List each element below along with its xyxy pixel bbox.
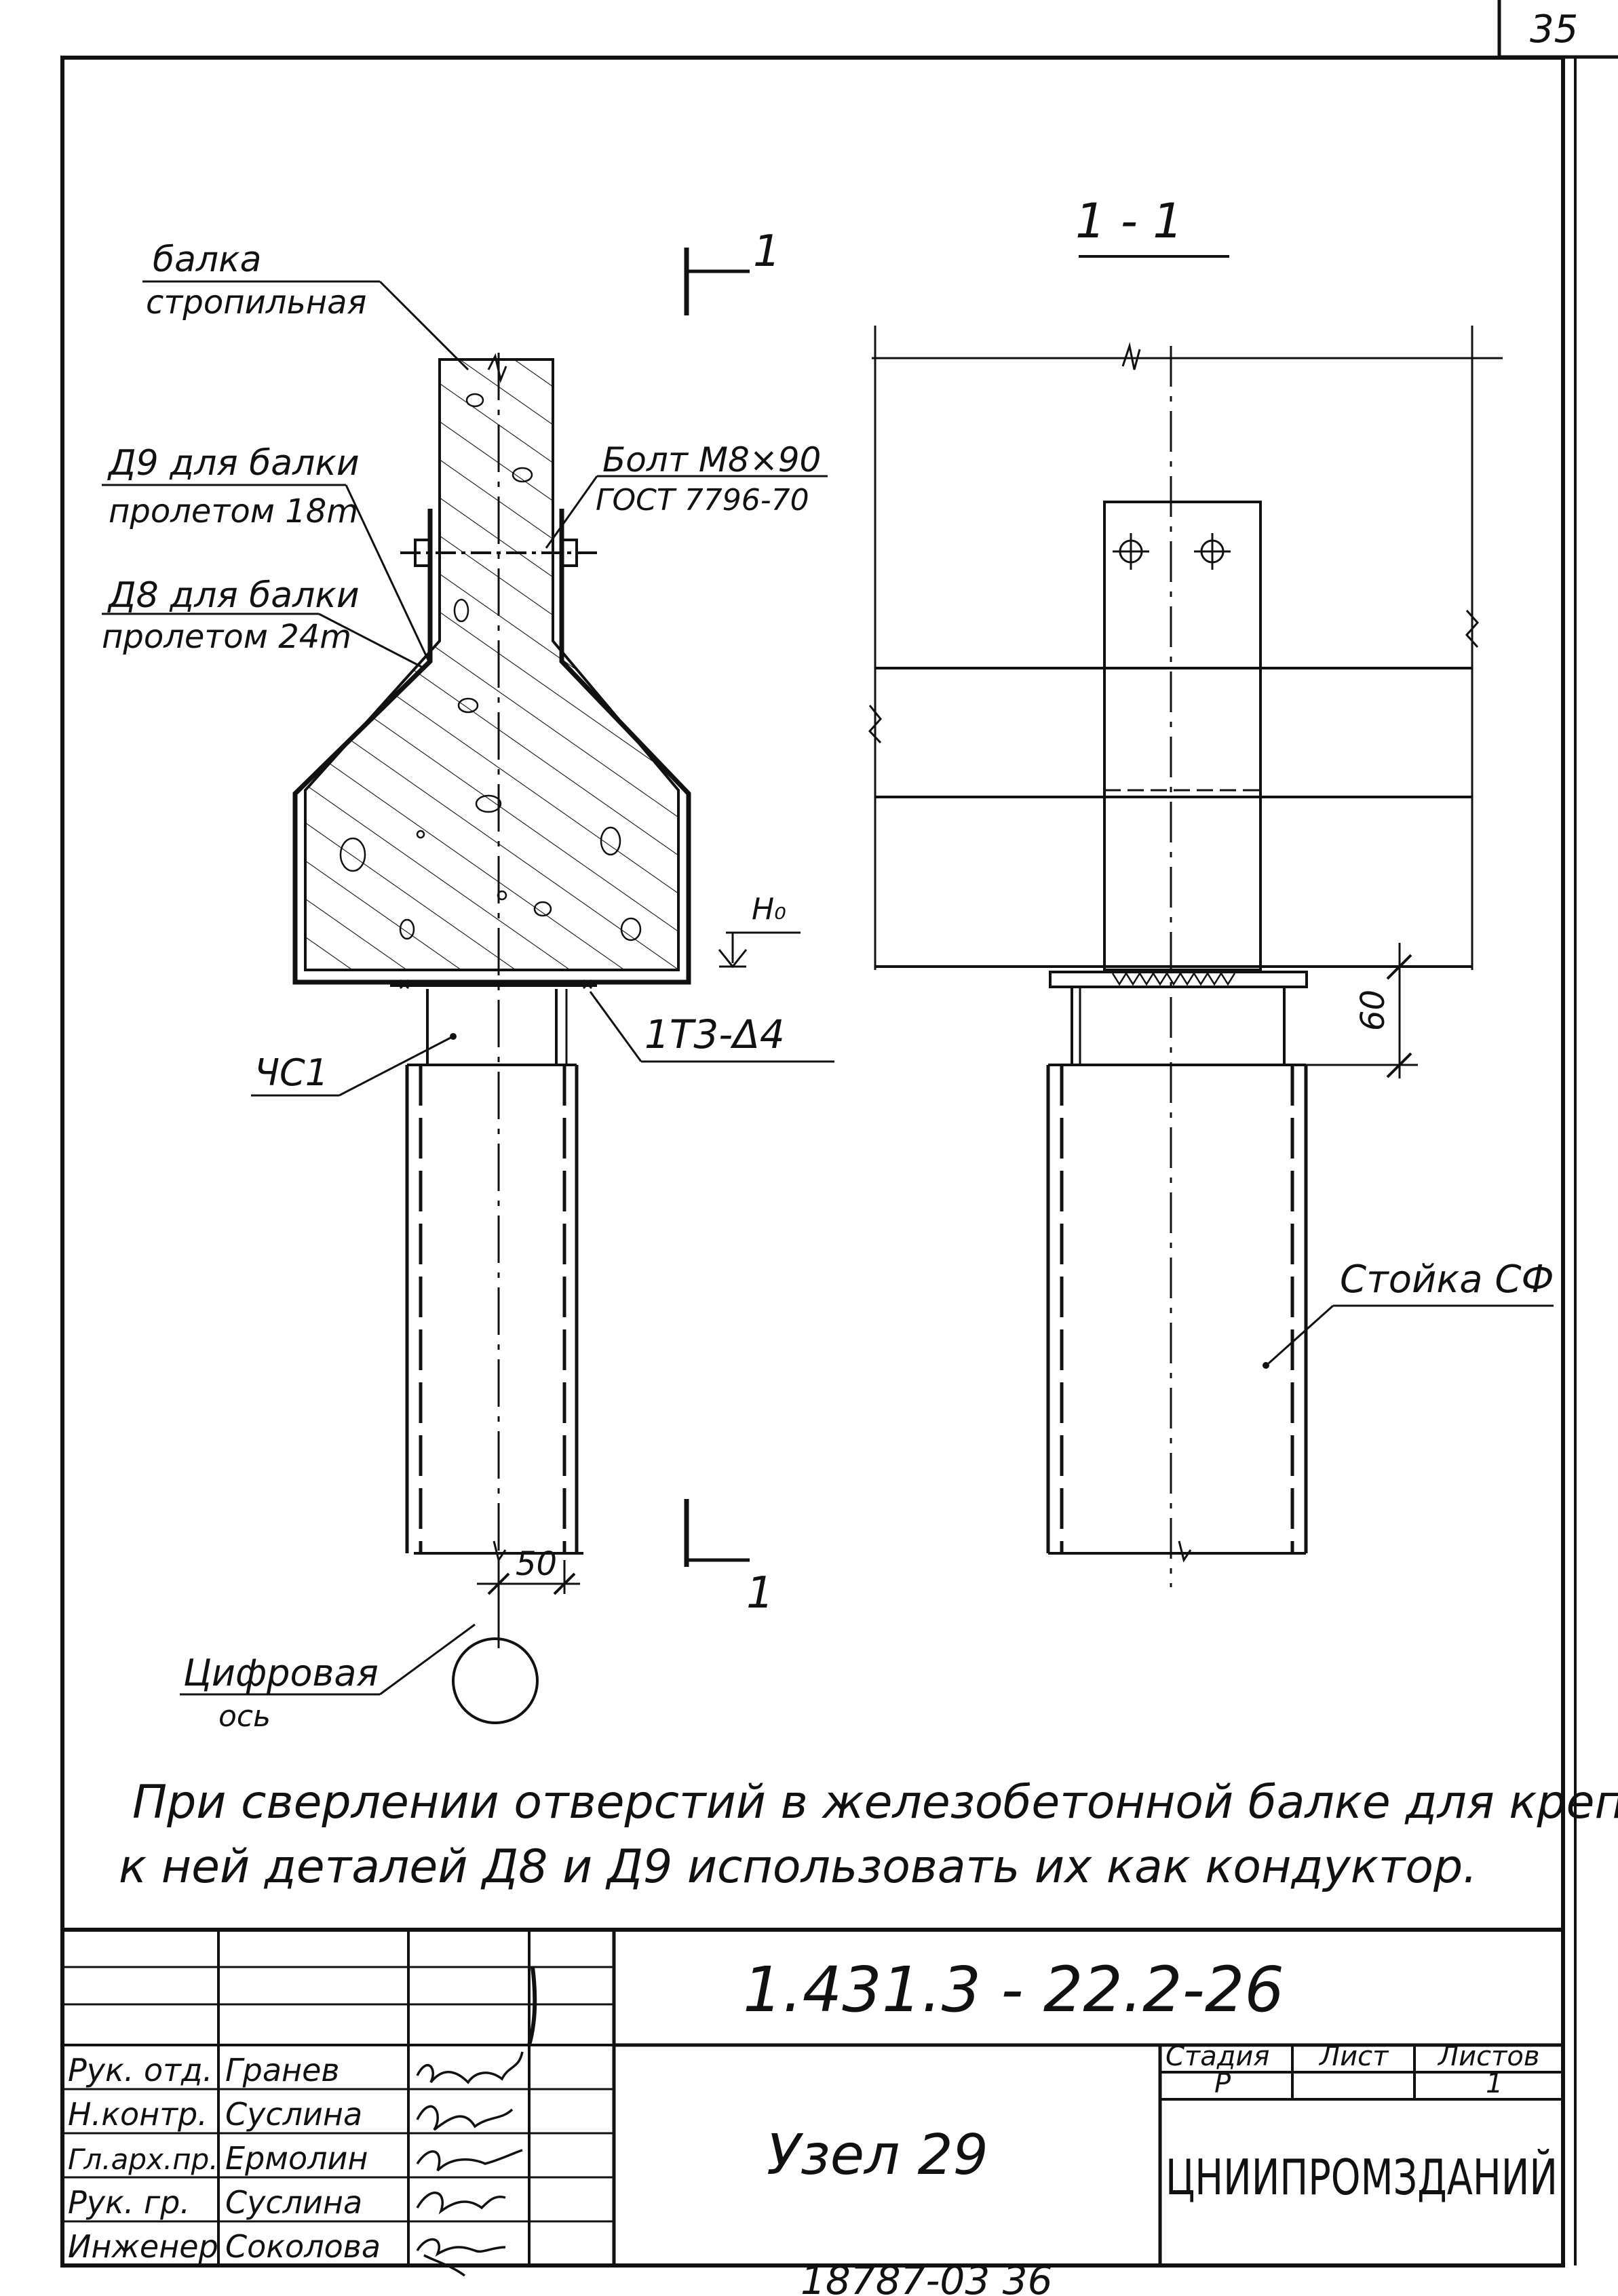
section-1-1: 1 - 1	[868, 193, 1554, 1587]
section-title: 1 - 1	[1075, 193, 1183, 249]
column-left-mark: ЧС1	[254, 1051, 328, 1094]
label-d8-line2: пролетом 24m	[102, 618, 351, 656]
label-column-left: ЧС1	[251, 1033, 457, 1097]
name-2: Суслина	[225, 2096, 362, 2133]
note-line1: При сверлении отверстий в железобетонной…	[132, 1776, 1618, 1829]
dimension-60-value: 60	[1354, 990, 1392, 1031]
label-bolt: Болт М8×90 ГОСТ 7796-70	[545, 440, 828, 549]
section-mark-bottom: 1	[684, 1499, 774, 1618]
sheets-header: Листов	[1437, 2041, 1539, 2072]
beam-elevation	[292, 353, 691, 1560]
section-mark-top-label: 1	[753, 227, 781, 277]
sheets-value: 1	[1486, 2068, 1503, 2099]
label-beam-line1: балка	[153, 239, 261, 280]
stage-header: Стадия	[1166, 2041, 1269, 2072]
label-level: Н₀	[718, 892, 801, 969]
sheet-number: 35	[1530, 7, 1578, 52]
role-2: Н.контр.	[68, 2096, 208, 2133]
name-1: Гранев	[225, 2052, 340, 2088]
label-bolt-line2: ГОСТ 7796-70	[596, 483, 809, 518]
dimension-50-value: 50	[516, 1545, 557, 1583]
bolt-holes	[1113, 533, 1231, 570]
title-block: Рук. отд. Гранев Н.контр. Суслина Гл.арх…	[62, 1928, 1563, 2277]
drawing-note: При сверлении отверстий в железобетонной…	[119, 1776, 1618, 1894]
label-d8: Д8 для балки пролетом 24m	[102, 575, 425, 669]
section-base-plate	[1049, 971, 1308, 988]
sheet-number-box: 35	[1497, 0, 1618, 59]
stage-value: Р	[1214, 2068, 1231, 2099]
note-line2: к ней деталей Д8 и Д9 использовать их ка…	[119, 1840, 1478, 1894]
name-3: Ермолин	[225, 2140, 368, 2177]
signatures	[416, 1966, 537, 2277]
beam-concrete-section	[304, 358, 680, 971]
label-beam: балка стропильная	[142, 239, 469, 371]
label-beam-line2: стропильная	[146, 284, 366, 322]
steel-saddle-plate	[292, 509, 691, 985]
sheet-header: Лист	[1318, 2041, 1389, 2072]
label-weld: 1Т3-Δ4	[589, 991, 834, 1063]
label-d8-line1: Д8 для балки	[107, 575, 360, 616]
organization-name: ЦНИИПРОМЗДАНИЙ	[1166, 2149, 1558, 2206]
axis-circle	[452, 1637, 539, 1724]
role-3: Гл.арх.пр.	[68, 2143, 218, 2176]
axis-label-line1: Цифровая	[183, 1652, 379, 1694]
dimension-50: 50	[477, 1545, 580, 1595]
label-d9-line2: пролетом 18m	[109, 492, 358, 530]
weld-mark: 1Т3-Δ4	[644, 1011, 785, 1057]
label-d9: Д9 для балки пролетом 18m	[102, 443, 430, 662]
role-1: Рук. отд.	[68, 2052, 212, 2088]
drawing-title: Узел 29	[767, 2123, 988, 2187]
section-plate	[1103, 501, 1262, 971]
label-bolt-line1: Болт М8×90	[602, 440, 821, 480]
column-right-mark: Стойка СФ	[1340, 1258, 1554, 1302]
level-mark: Н₀	[752, 892, 786, 927]
axis-marker: Цифровая ось	[180, 1594, 539, 1734]
role-4: Рук. гр.	[68, 2184, 190, 2221]
label-d9-line1: Д9 для балки	[107, 443, 360, 484]
bolt-m8	[400, 539, 597, 567]
section-mark-bottom-label: 1	[746, 1568, 774, 1618]
footer-number: 18787-03 36	[801, 2257, 1052, 2296]
section-mark-top: 1	[684, 227, 781, 315]
name-5: Соколова	[225, 2228, 381, 2265]
name-4: Суслина	[225, 2184, 362, 2221]
document-code: 1.431.3 - 22.2-26	[743, 1953, 1284, 2026]
role-5: Инженер	[68, 2228, 218, 2265]
axis-label-line2: ось	[218, 1699, 271, 1734]
column-left	[390, 979, 597, 1563]
sheet-frame	[60, 56, 1577, 2268]
